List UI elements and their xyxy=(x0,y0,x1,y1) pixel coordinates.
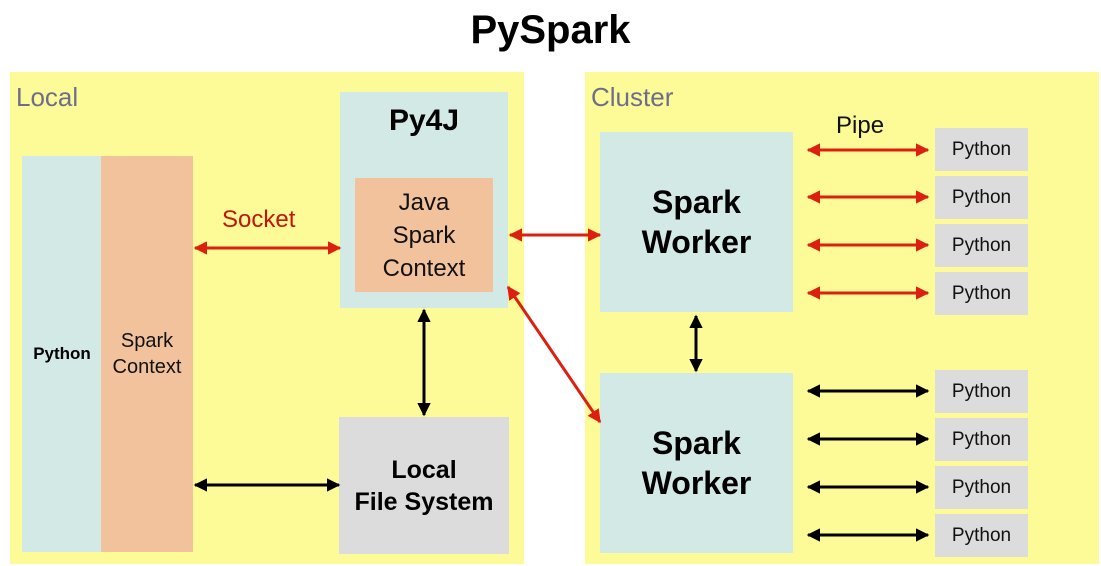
socket-label: Socket xyxy=(222,206,296,233)
java-spark-context-label: Java Spark Context xyxy=(382,188,466,282)
local-region-label: Local xyxy=(16,82,79,112)
python-process-label: Python xyxy=(951,138,1012,160)
spark-context-label: Spark Context xyxy=(112,330,182,378)
python-process-box: Python xyxy=(935,514,1028,557)
python-process-label: Python xyxy=(951,282,1012,304)
python-process-box: Python xyxy=(935,272,1028,315)
python-process-label: Python xyxy=(951,428,1012,450)
java-spark-context-box: Java Spark Context xyxy=(355,178,493,292)
python-process-box: Python xyxy=(935,224,1028,267)
python-process-box: Python xyxy=(935,418,1028,461)
diagram-title: PySpark xyxy=(470,8,631,52)
python-driver-label: Python xyxy=(33,344,91,363)
spark-worker-top-box: Spark Worker xyxy=(600,132,793,312)
spark-worker-bottom-box: Spark Worker xyxy=(600,373,793,553)
spark-worker-bottom-label: Spark Worker xyxy=(641,425,752,501)
py4j-worker-bottom-arrow xyxy=(506,285,602,424)
python-process-label: Python xyxy=(951,380,1012,402)
local-file-system-label: Local File System xyxy=(354,455,494,516)
python-process-box: Python xyxy=(935,128,1028,171)
python-process-box: Python xyxy=(935,370,1028,413)
python-process-label: Python xyxy=(951,476,1012,498)
local-file-system-box: Local File System xyxy=(339,417,509,554)
spark-context-box: Spark Context xyxy=(101,156,193,552)
python-process-label: Python xyxy=(951,524,1012,546)
cluster-region-label: Cluster xyxy=(591,82,674,112)
py4j-label: Py4J xyxy=(388,104,460,137)
python-process-label: Python xyxy=(951,234,1012,256)
python-process-box: Python xyxy=(935,176,1028,219)
python-process-box: Python xyxy=(935,466,1028,509)
spark-worker-top-label: Spark Worker xyxy=(641,184,752,260)
python-driver-box: Python xyxy=(22,156,102,552)
python-process-label: Python xyxy=(951,186,1012,208)
pipe-label: Pipe xyxy=(836,112,885,139)
